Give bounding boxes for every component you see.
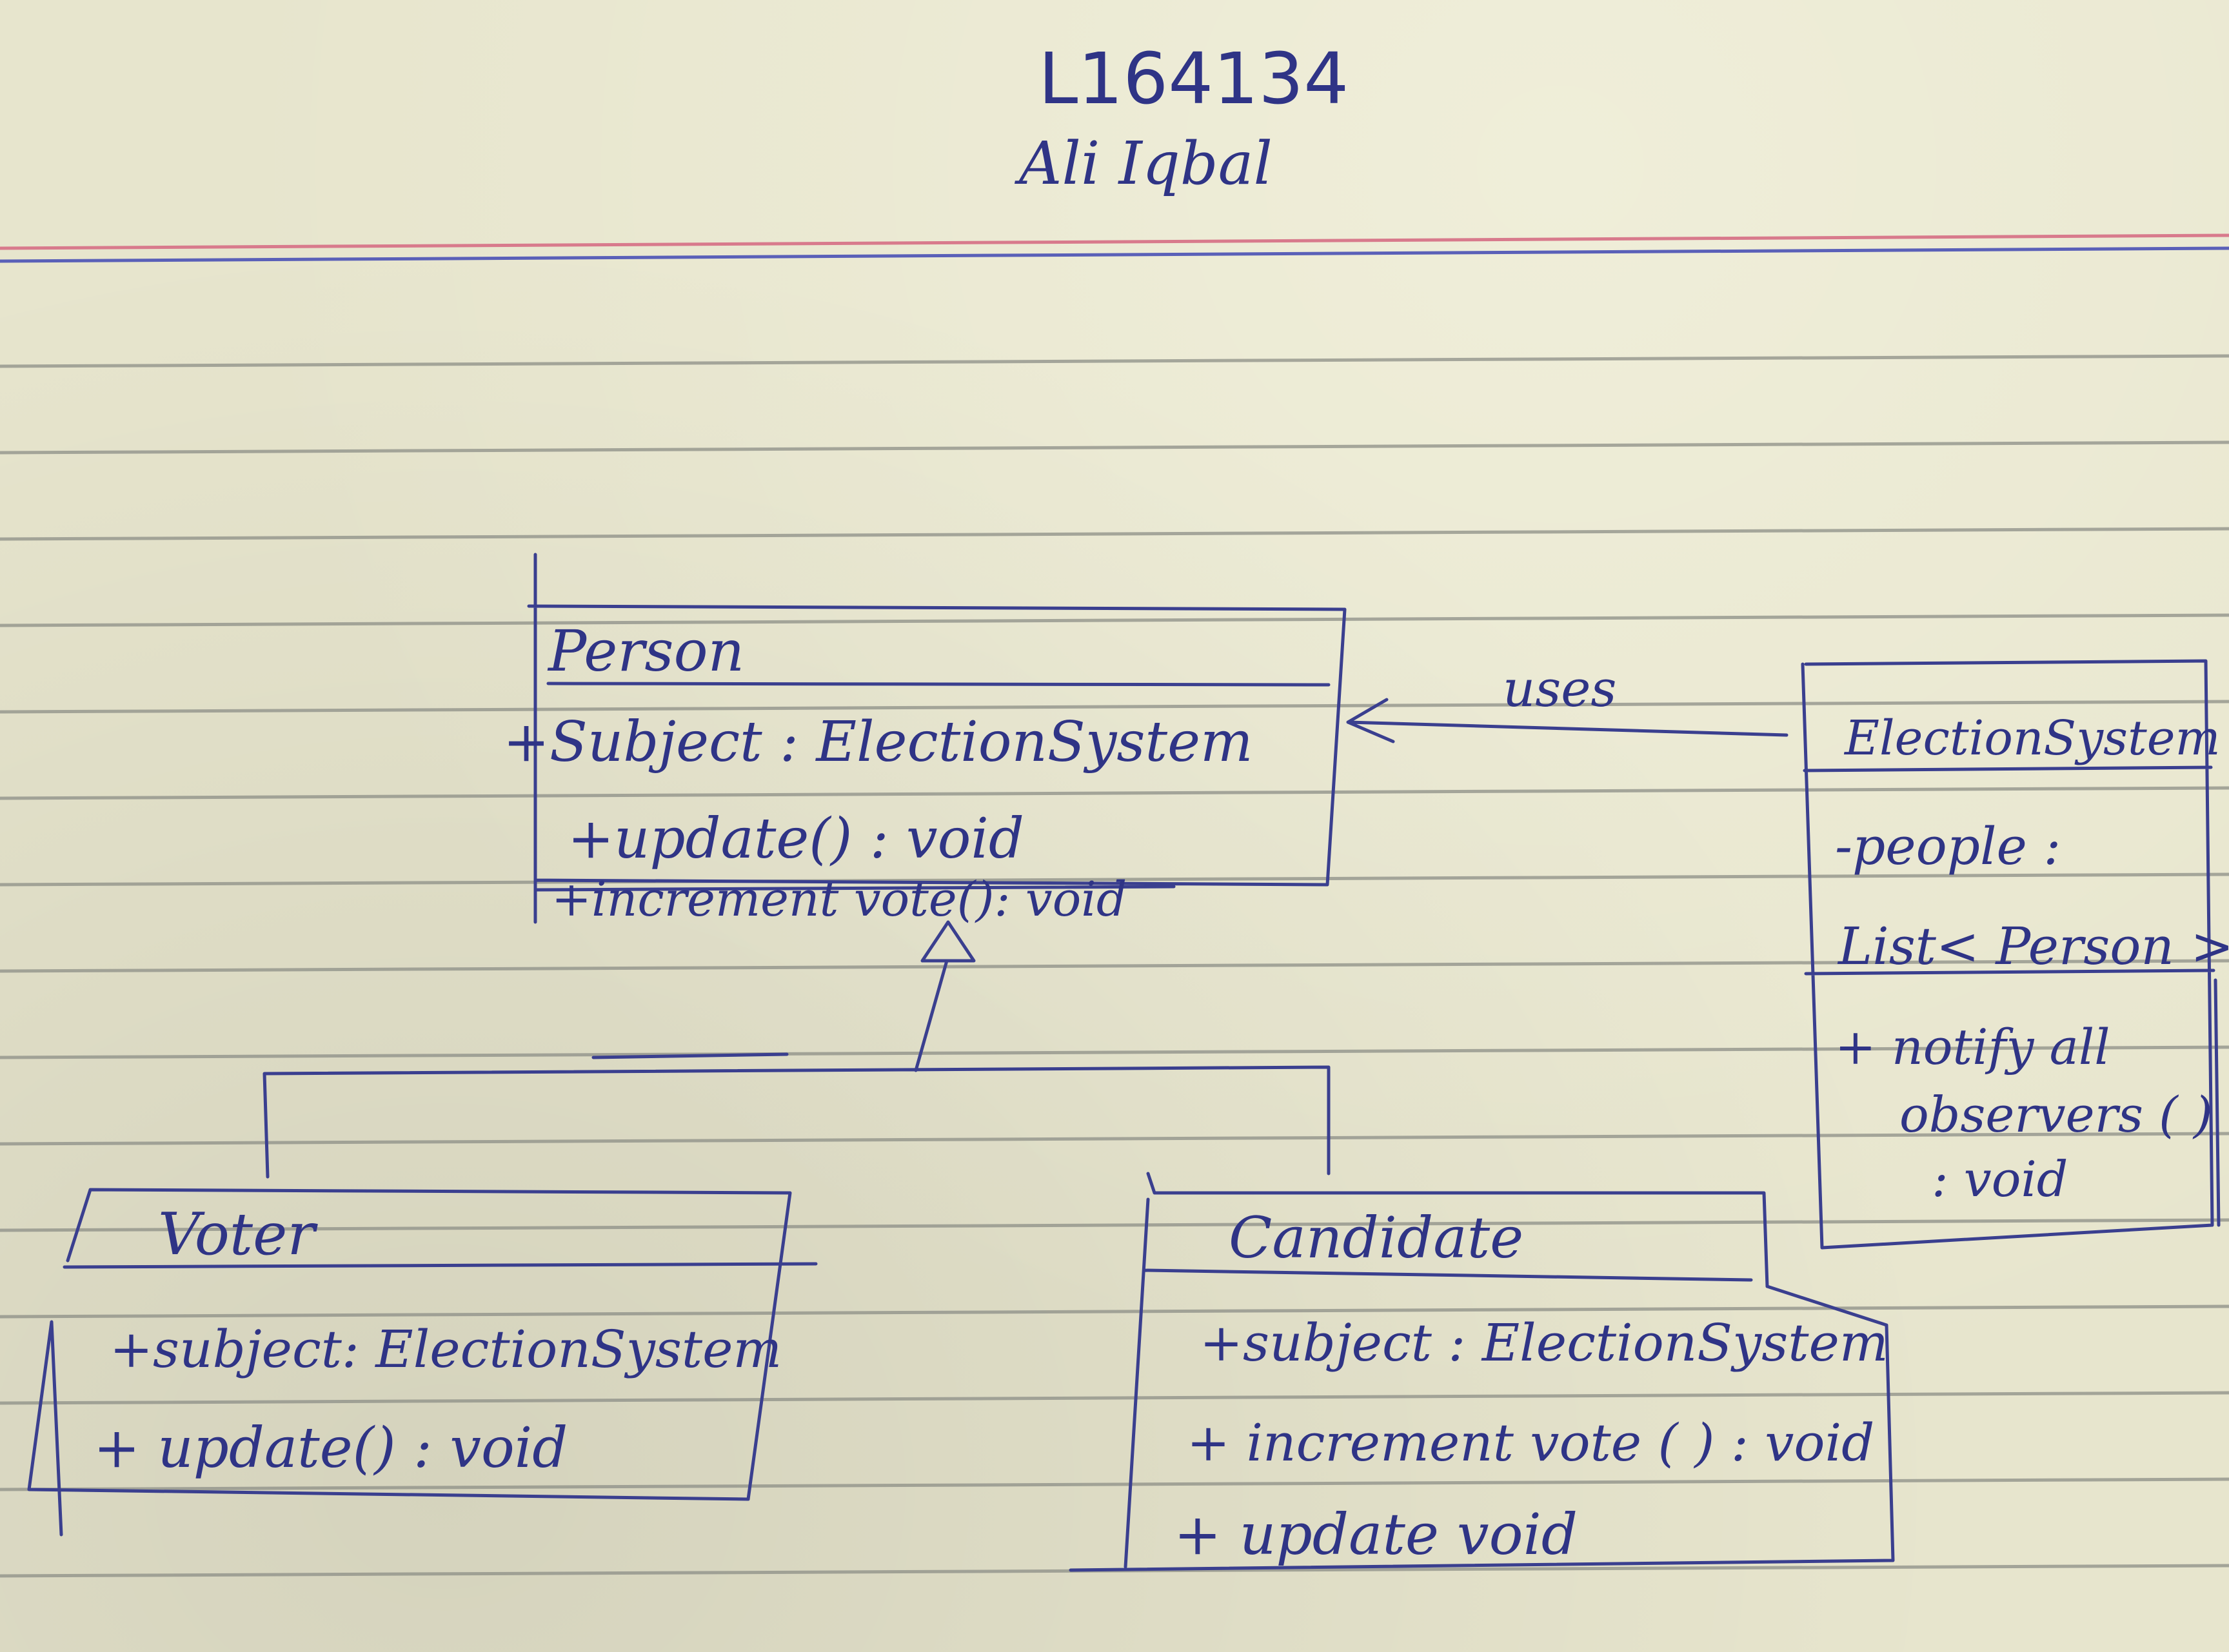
paper-rule-line (0, 1304, 2229, 1319)
class-candidate: Candidate +subject : ElectionSystem + in… (1069, 1172, 1895, 1572)
class-candidate-method-update: + update void (1174, 1501, 1578, 1568)
paper-rule-line (0, 354, 2229, 368)
class-candidate-name: Candidate (1229, 1205, 1523, 1271)
paper-rule-line (0, 786, 2229, 800)
class-person-method-increment: +increment vote(): void (551, 872, 1127, 927)
class-election-system-method-2: observers ( ) (1899, 1086, 2213, 1143)
student-name: Ali Iqbal (1014, 129, 1273, 198)
class-election-system-method-3: : void (1932, 1150, 2068, 1208)
class-person-name: Person (547, 618, 744, 684)
class-person: Person +Subject : ElectionSystem +update… (503, 553, 1347, 927)
roll-number: L164134 (1038, 37, 1349, 120)
class-election-system-name: ElectionSystem (1843, 711, 2221, 766)
class-voter-method: + update() : void (94, 1416, 568, 1480)
uses-label: uses (1503, 660, 1616, 718)
class-voter-name: Voter (158, 1201, 318, 1268)
paper-rule-line (0, 1391, 2229, 1405)
paper-rule-line (0, 959, 2229, 973)
inheritance-tree (263, 920, 1331, 1179)
paper-rule-line (0, 527, 2229, 541)
class-voter-box (27, 1188, 818, 1537)
class-election-system-method-1: + notify all (1835, 1018, 2110, 1076)
class-candidate-box (1069, 1172, 1895, 1572)
class-election-system-box (1801, 659, 2221, 1250)
class-voter-attribute: +subject: ElectionSystem (110, 1319, 782, 1379)
paper-rule-line (0, 613, 2229, 627)
class-person-method-update: +update() : void (568, 807, 1024, 871)
class-person-attribute: +Subject : ElectionSystem (503, 710, 1253, 774)
class-election-system-attribute-1: -people : (1835, 816, 2061, 876)
class-candidate-method-increment: + increment vote ( ) : void (1187, 1413, 1874, 1473)
paper-rule-line (0, 1132, 2229, 1146)
paper-rule-line (0, 1218, 2229, 1232)
uses-arrow (1346, 698, 1788, 743)
uses-association: uses (1346, 660, 1788, 743)
class-election-system: ElectionSystem -people : List< Person > … (1801, 659, 2229, 1250)
paper-rule-line (0, 872, 2229, 887)
class-voter: Voter +subject: ElectionSystem + update(… (27, 1188, 818, 1537)
red-margin-line (0, 233, 2229, 250)
paper-rule-line (0, 440, 2229, 455)
inheritance-triangle (920, 920, 976, 963)
paper-rule-line (0, 700, 2229, 714)
blue-margin-line (0, 246, 2229, 263)
class-person-box (527, 553, 1347, 924)
paper-rule-line (0, 1045, 2229, 1059)
class-candidate-attribute: +subject : ElectionSystem (1200, 1313, 1888, 1373)
inheritance-lines (263, 959, 1331, 1179)
class-election-system-attribute-2: List< Person > (1837, 916, 2229, 976)
paper-rule-line (0, 1477, 2229, 1491)
